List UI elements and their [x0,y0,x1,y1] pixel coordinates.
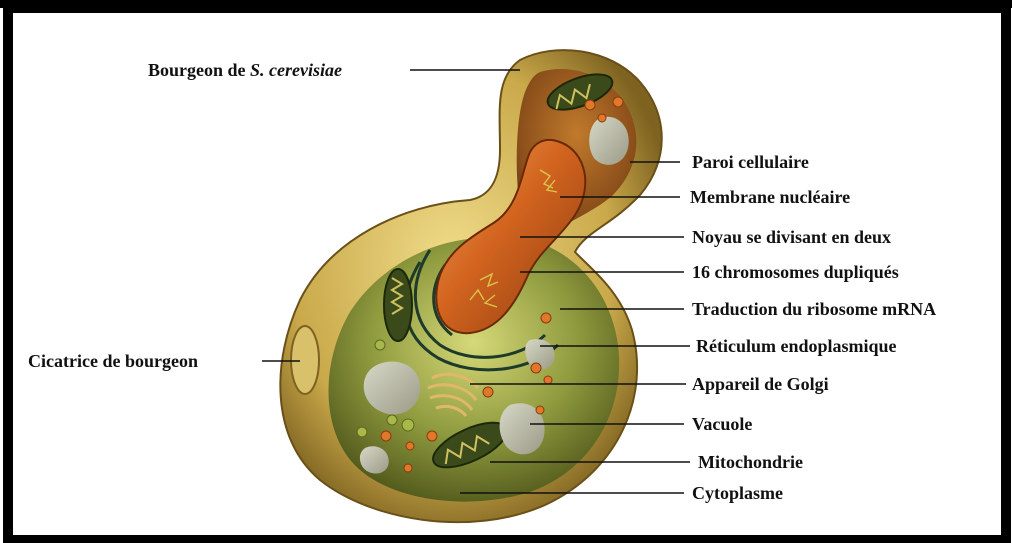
label-vacuole: Vacuole [692,414,752,434]
label-mitochondria: Mitochondrie [698,452,803,472]
vacuole-bud [589,117,628,165]
label-endoplasmic-reticulum: Réticulum endoplasmique [696,336,897,356]
label-bud-species: S. cerevisiae [250,60,342,80]
bud-scar [291,326,319,394]
label-cytoplasm: Cytoplasme [692,483,783,503]
frame-top [0,0,1012,8]
label-bud-scar: Cicatrice de bourgeon [28,351,198,371]
label-ribosome-translation: Traduction du ribosome mRNA [692,299,936,319]
label-cell-wall: Paroi cellulaire [692,152,809,172]
label-golgi: Appareil de Golgi [692,374,829,394]
label-bud: Bourgeon de S. cerevisiae [148,60,342,80]
label-bud-prefix: Bourgeon de [148,60,250,80]
label-chromosomes: 16 chromosomes dupliqués [692,262,899,282]
label-nuclear-membrane: Membrane nucléaire [690,187,850,207]
yeast-cell [280,50,661,522]
mitochondrion-left [384,269,412,341]
label-dividing-nucleus: Noyau se divisant en deux [692,227,891,247]
